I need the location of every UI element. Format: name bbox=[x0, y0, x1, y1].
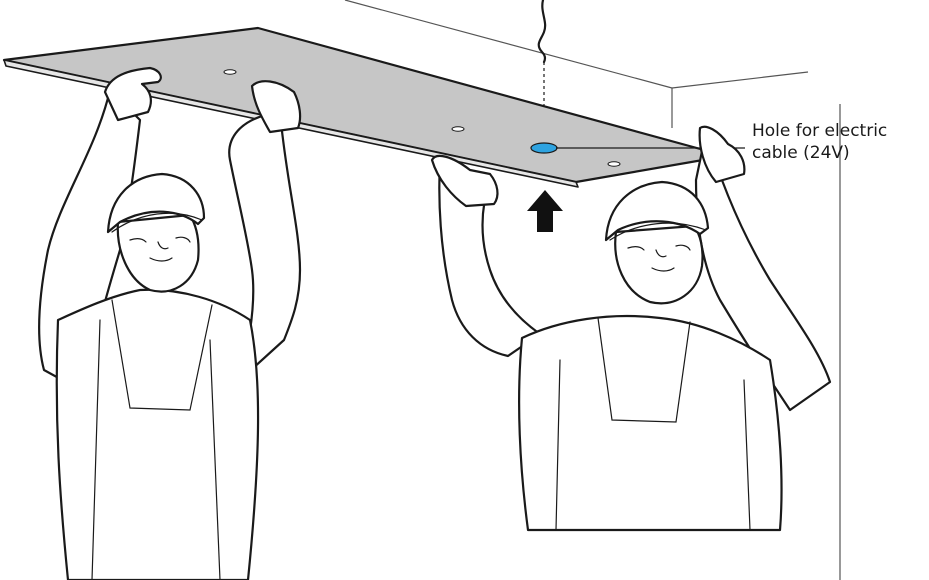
callout-line-2: cable (24V) bbox=[752, 142, 928, 164]
worker-right bbox=[432, 127, 830, 530]
up-arrow-icon bbox=[527, 190, 563, 232]
cable-hole-callout: Hole for electric cable (24V) bbox=[752, 120, 928, 164]
worker-left bbox=[39, 68, 300, 580]
callout-line-1: Hole for electric bbox=[752, 120, 928, 142]
cable-hole bbox=[531, 143, 557, 153]
